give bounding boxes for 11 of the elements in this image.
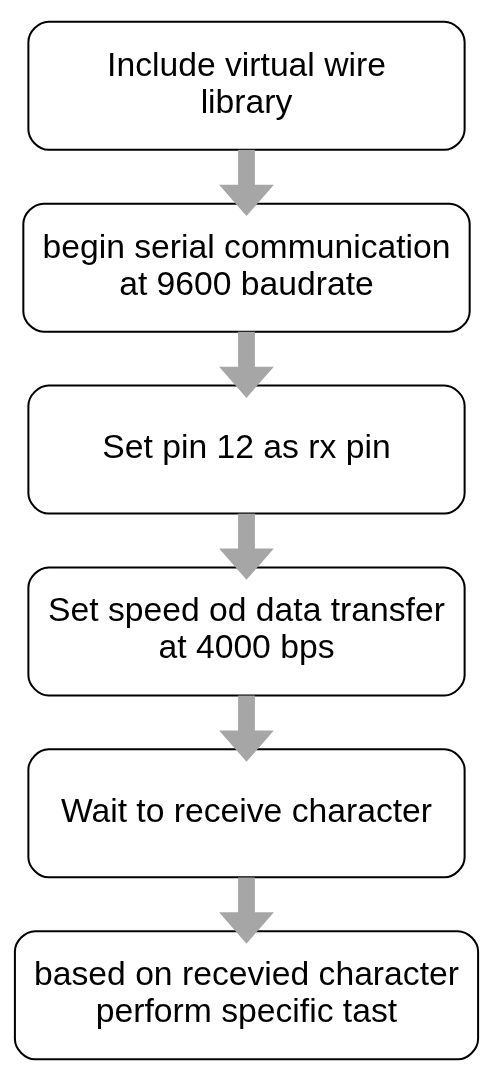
arrow	[219, 331, 274, 398]
arrow	[219, 695, 274, 762]
node-box: based on recevied character perform specific tast	[13, 930, 480, 1061]
node-box: Include virtual wire library	[27, 20, 466, 151]
arrow	[219, 149, 274, 217]
arrow	[219, 513, 274, 580]
node-box: Set speed od data transfer at 4000 bps	[27, 566, 466, 697]
arrow	[219, 877, 274, 944]
node-box: begin serial communication at 9600 baudrate	[22, 202, 471, 333]
node-box: Set pin 12 as rx pin	[27, 384, 466, 515]
node-box: Wait to receive character	[27, 748, 466, 879]
